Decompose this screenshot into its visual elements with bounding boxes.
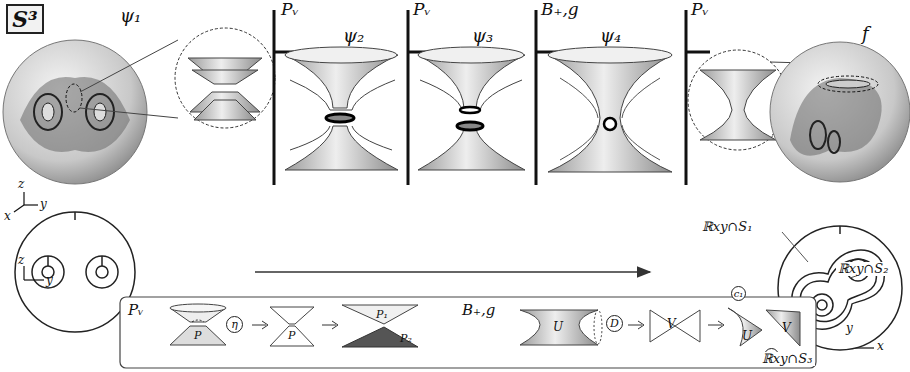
axis-label: ℝxy∩S₂	[836, 262, 891, 276]
legend-label: V	[782, 322, 791, 335]
map-label: ψ₁	[120, 6, 141, 26]
axis-label: y	[40, 198, 47, 211]
legend-label: P	[288, 330, 295, 342]
legend-label: Pᵥ	[128, 302, 144, 319]
legend-label: U	[553, 321, 563, 334]
circled-label: c₁	[731, 286, 746, 301]
legend-label: P₁	[376, 309, 388, 321]
axis-label: z	[18, 254, 24, 267]
map-label: Pᵥ	[691, 0, 709, 19]
map-label: Pᵥ	[281, 0, 299, 19]
legend-label: V	[667, 318, 676, 331]
node-text: η	[231, 318, 238, 331]
node-text: D	[610, 317, 619, 330]
axis-label: x	[4, 210, 11, 223]
axis-label: ℝxy∩S₁	[700, 220, 755, 234]
axis-label: x	[877, 340, 884, 353]
legend-label: U	[742, 330, 752, 343]
circled-label: D	[606, 315, 623, 332]
space-label-box: S³	[6, 4, 44, 34]
axis-label: ℝxy∩S₃	[760, 352, 815, 366]
map-label: B₊,g	[541, 0, 579, 19]
map-label: ψ₄	[600, 26, 621, 46]
map-label: ψ₃	[472, 26, 493, 46]
map-label: Pᵥ	[413, 0, 431, 19]
legend-label: P	[194, 330, 201, 342]
axis-label: z	[18, 178, 24, 191]
map-label: f	[862, 24, 869, 44]
axis-label: y	[46, 274, 53, 287]
circled-label: η	[226, 316, 243, 333]
node-text: c₁	[734, 288, 744, 299]
legend-label: B₊,g	[462, 302, 495, 319]
node-text: S³	[12, 6, 38, 32]
map-label: ψ₂	[343, 26, 364, 46]
axis-label: y	[846, 322, 853, 335]
legend-label: P₂	[400, 333, 412, 345]
